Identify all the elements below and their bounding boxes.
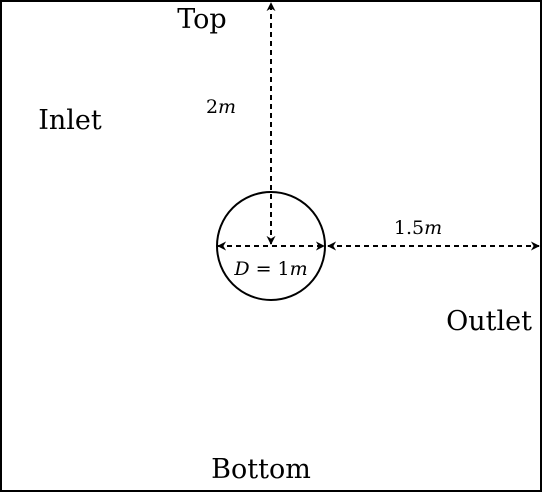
vertical-dimension-label: 2m (206, 96, 236, 118)
diameter-label: D = 1m (233, 258, 307, 280)
outlet-label: Outlet (446, 306, 532, 337)
horizontal-dimension-label: 1.5m (394, 217, 442, 239)
top-label: Top (177, 4, 226, 35)
inlet-label: Inlet (38, 105, 102, 136)
bottom-label: Bottom (211, 454, 311, 485)
